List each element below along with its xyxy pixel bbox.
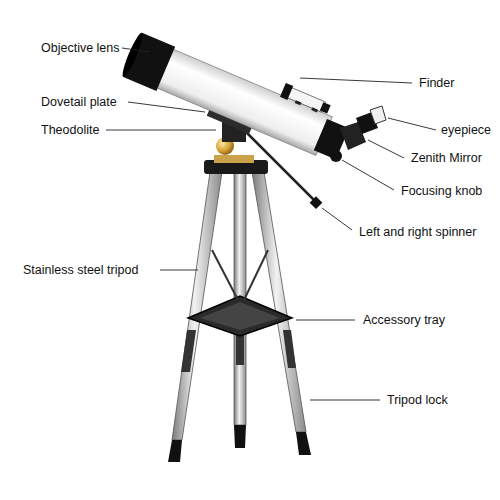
accessory-tray-part xyxy=(188,296,292,336)
telescope-tube-part xyxy=(295,100,302,105)
tripod-legs-part xyxy=(283,330,296,368)
leader-lines-part xyxy=(106,130,216,131)
tripod-feet-part xyxy=(296,432,311,455)
leader-lines-part xyxy=(296,320,355,321)
leader-lines-part xyxy=(388,118,436,130)
leader-lines-part xyxy=(122,48,150,52)
part-label: Objective lens xyxy=(40,41,121,56)
part-label: Finder xyxy=(418,76,455,91)
tripod-legs-part xyxy=(181,330,196,372)
part-label: Dovetail plate xyxy=(40,95,118,110)
part-label: Tripod lock xyxy=(386,393,449,408)
leader-lines-part xyxy=(300,78,412,83)
part-label: Focusing knob xyxy=(400,184,483,199)
tripod-legs-part xyxy=(252,172,306,432)
telescope-tube xyxy=(118,22,355,169)
telescope-tube-part xyxy=(280,83,293,100)
focuser-eyepiece-part xyxy=(370,106,386,124)
focuser-eyepiece-part xyxy=(330,150,342,162)
accessory-tray-part xyxy=(200,302,280,330)
accessory-tray xyxy=(188,250,292,336)
part-label: Theodolite xyxy=(40,123,100,138)
accessory-tray-part xyxy=(212,250,238,300)
tripod-feet xyxy=(168,425,311,462)
slow-motion-rod-part xyxy=(310,196,323,209)
part-label: Zenith Mirror xyxy=(410,151,483,166)
tripod-feet-part xyxy=(168,440,182,462)
telescope-tube-part xyxy=(120,31,146,78)
leader-lines-part xyxy=(322,208,352,230)
mount-head-part xyxy=(214,155,254,163)
tripod-legs xyxy=(172,172,306,440)
part-label: Left and right spinner xyxy=(358,225,477,240)
leader-lines-part xyxy=(342,160,394,190)
leader-lines-part xyxy=(160,270,198,271)
tripod-feet-part xyxy=(234,425,246,448)
accessory-tray-part xyxy=(244,250,268,300)
telescope-tube-part xyxy=(320,102,331,113)
telescope-tube-part xyxy=(311,107,318,112)
leader-lines-part xyxy=(310,400,380,401)
focuser-eyepiece xyxy=(330,106,386,162)
part-label: eyepiece xyxy=(440,123,492,138)
leader-lines-part xyxy=(128,102,205,112)
leader-lines-part xyxy=(368,140,404,158)
part-label: Stainless steel tripod xyxy=(22,263,139,278)
part-label: Accessory tray xyxy=(362,313,446,328)
